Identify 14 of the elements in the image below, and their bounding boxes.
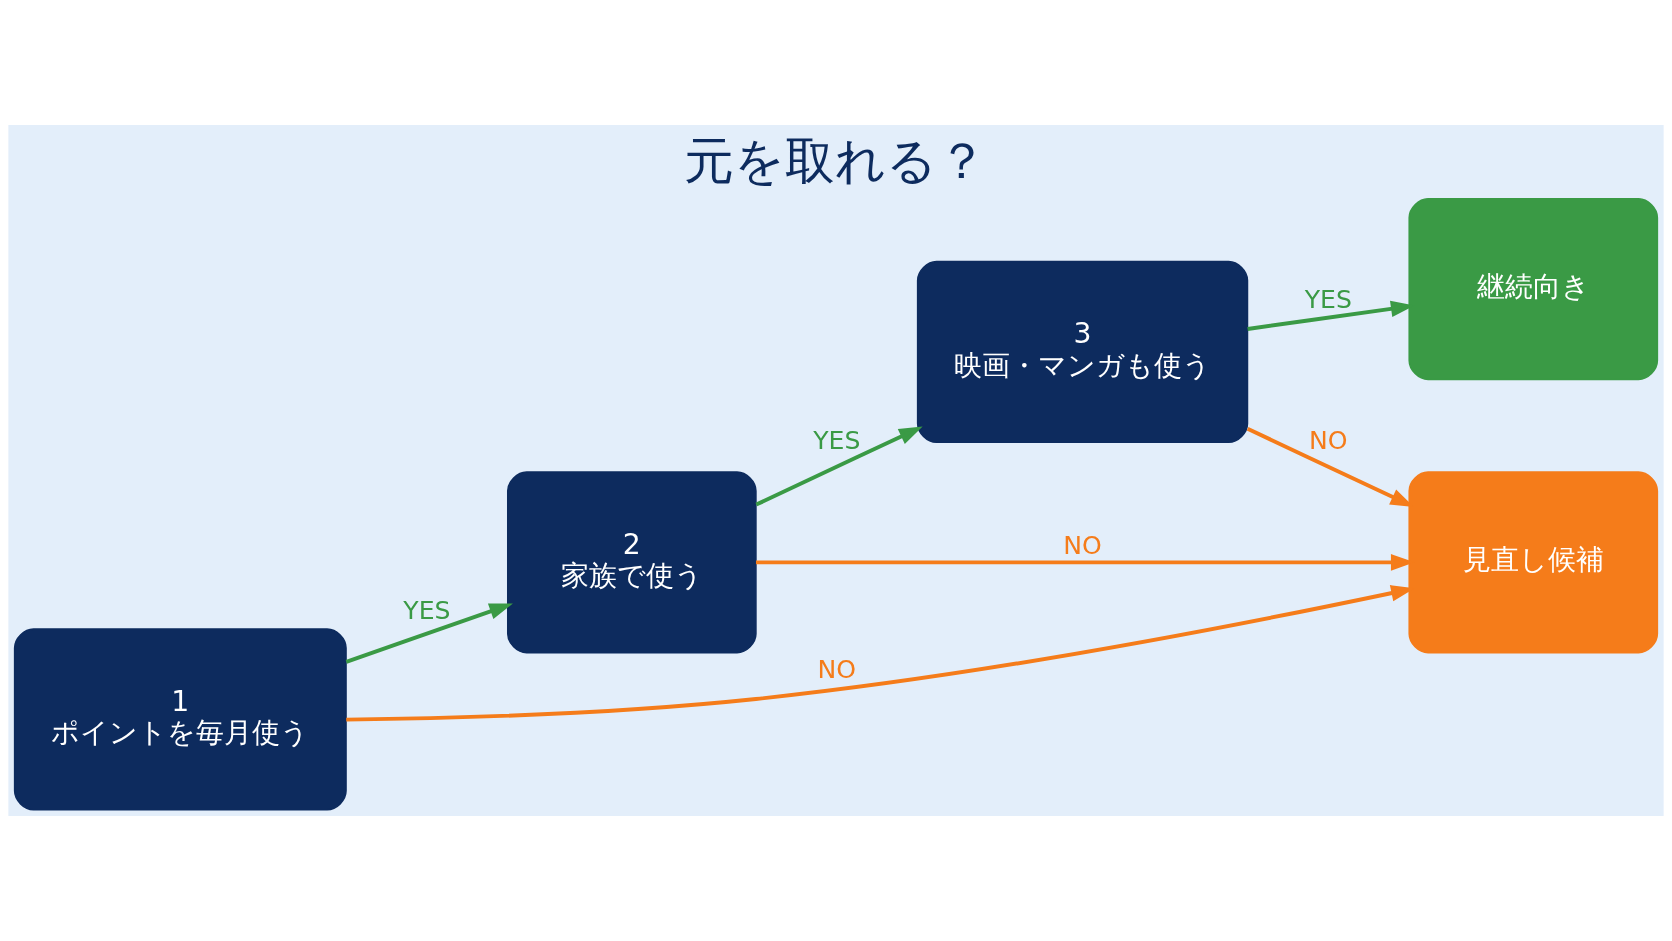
edge-label: YES [1304,284,1352,314]
node-box: 3 映画・マンガも使う [916,260,1249,443]
arrow [755,426,923,507]
edge-label: YES [403,595,451,625]
node-box: 継続向き [1408,198,1659,381]
edge-label: NO [1063,531,1102,561]
diagram-title: 元を取れる？ [684,130,988,190]
node-box: 1 ポイントを毎月使う [13,628,347,811]
node-box: 2 家族で使う [507,471,757,654]
edge-label: NO [1309,425,1348,455]
edge-label: YES [813,425,861,455]
arrow [345,603,513,664]
edge-label: NO [817,655,857,685]
node-box: 見直し候補 [1408,471,1659,654]
